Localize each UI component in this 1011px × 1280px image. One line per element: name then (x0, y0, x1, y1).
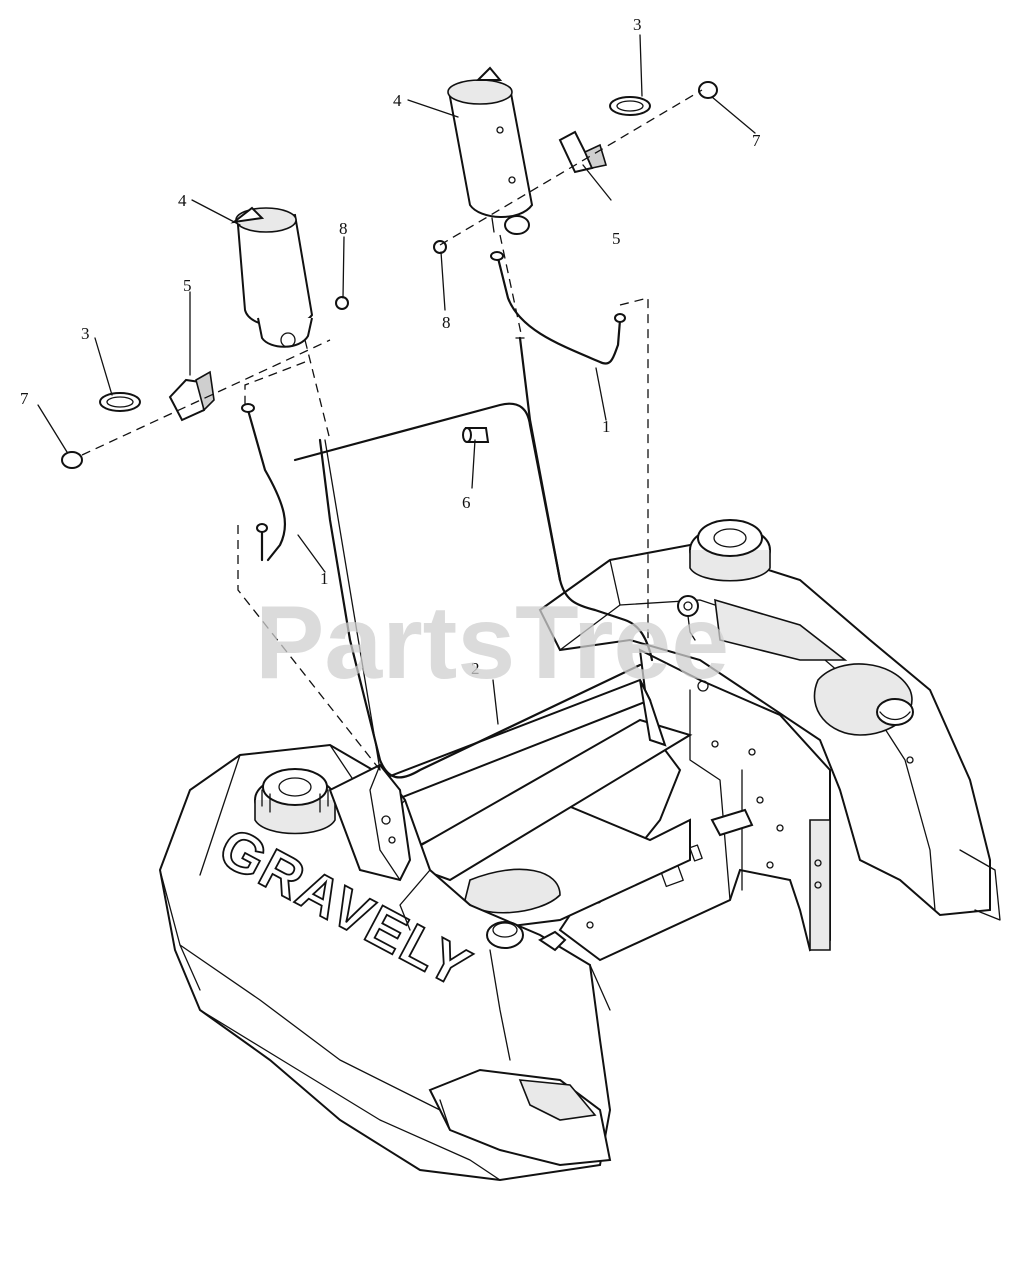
floor-pan (378, 678, 693, 932)
left-fender: GRAVELY (158, 743, 612, 1182)
mower-body: GRAVELY (158, 519, 1001, 1182)
watermark: PartsTree (255, 585, 729, 701)
callout-4-right: 4 (393, 91, 402, 110)
canister-4-right (447, 66, 534, 235)
knob-7-right (698, 81, 718, 99)
hose-clamp-6 (462, 427, 490, 443)
fuel-line-1-left (241, 403, 287, 562)
callout-3-left: 3 (81, 324, 90, 343)
bracket-5-left (168, 370, 215, 422)
strap-3-left (99, 392, 141, 412)
callout-7-right: 7 (752, 131, 761, 150)
assembly-lines (81, 89, 703, 771)
callout-5-right: 5 (612, 229, 621, 248)
callout-labels: 1 1 2 3 3 4 4 5 5 6 7 7 8 8 (20, 15, 761, 678)
callout-1-left: 1 (320, 569, 329, 588)
callout-7-left: 7 (20, 389, 29, 408)
callout-8-left: 8 (339, 219, 348, 238)
fuel-line-1-right (490, 251, 626, 365)
callout-8-right: 8 (442, 313, 451, 332)
callout-leaders (37, 34, 756, 725)
nut-8-right (433, 240, 447, 254)
canister-4-left (230, 206, 314, 348)
fuel-line-2 (293, 336, 654, 779)
callout-3-right: 3 (633, 15, 642, 34)
right-fender (538, 519, 1001, 921)
knob-7-left (61, 451, 83, 469)
callout-6: 6 (462, 493, 471, 512)
strap-3-right (609, 96, 651, 116)
callout-1-right: 1 (602, 417, 611, 436)
callout-4-left: 4 (178, 191, 187, 210)
callout-5-left: 5 (183, 276, 192, 295)
bracket-5-right (558, 130, 608, 174)
callout-2: 2 (471, 659, 480, 678)
nut-8-left (335, 296, 349, 310)
